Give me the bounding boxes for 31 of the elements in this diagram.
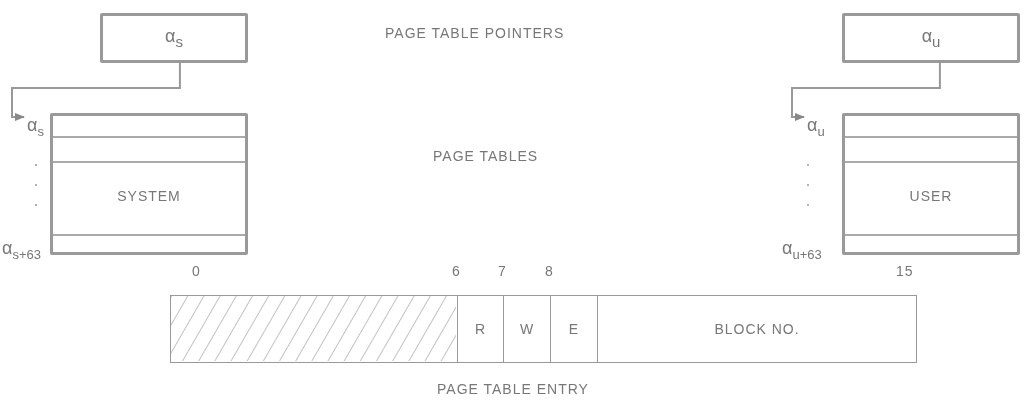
field-label: BLOCK NO. — [714, 321, 800, 337]
section-heading: PAGE TABLES — [433, 148, 539, 164]
permission-bit-field — [457, 295, 504, 363]
end-address-label: α$_{s+63}$ — [2, 238, 41, 262]
permission-bit-field — [503, 295, 551, 363]
section-heading: PAGE TABLE ENTRY — [437, 381, 589, 397]
register-label: α$_{u}$ — [921, 26, 941, 50]
field-label: E — [568, 321, 580, 337]
permission-bit-field — [550, 295, 598, 363]
bit-number: 0 — [192, 263, 201, 279]
bit-number: 7 — [498, 263, 507, 279]
table-label: USER — [908, 188, 954, 204]
start-address-label: α$_{u}$ — [807, 115, 825, 139]
arrow — [11, 62, 181, 121]
unused-bits-field — [170, 295, 458, 363]
start-address-label: α$_{s}$ — [27, 115, 44, 139]
bit-number: 15 — [896, 263, 914, 279]
end-address-label: α$_{u+63}$ — [782, 238, 822, 262]
pointer-register — [100, 13, 248, 63]
page-table — [50, 113, 248, 255]
pointer-register — [842, 13, 1020, 63]
block-number-field — [597, 295, 917, 363]
section-heading: PAGE TABLE POINTERS — [385, 25, 565, 41]
bit-number: 6 — [452, 263, 461, 279]
field-label: R — [474, 321, 487, 337]
bit-number: 8 — [545, 263, 554, 279]
field-label: W — [519, 321, 535, 337]
page-table — [842, 113, 1020, 255]
register-label: α$_{s}$ — [165, 26, 183, 50]
arrow — [791, 62, 941, 121]
table-label: SYSTEM — [116, 188, 182, 204]
